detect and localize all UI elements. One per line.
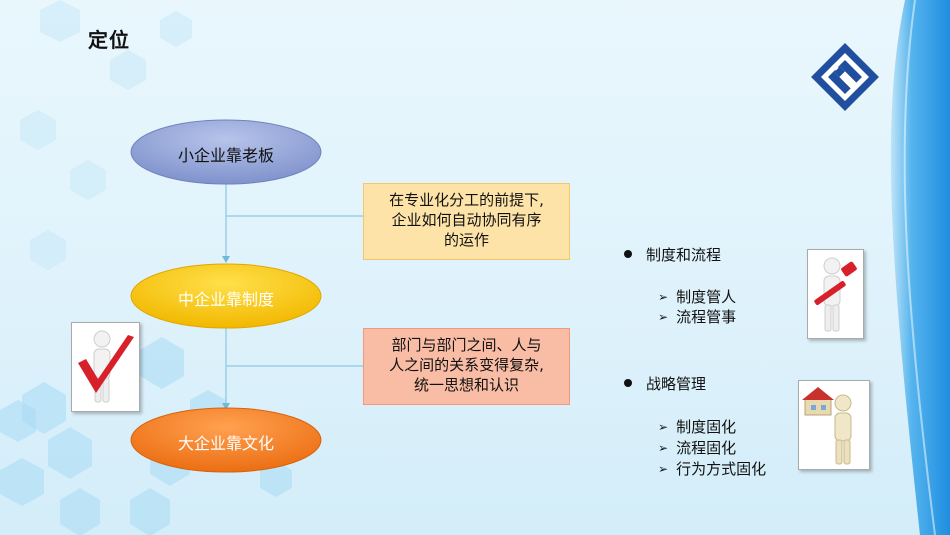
checkmark-figure-icon [71,322,140,412]
company-logo-icon [811,43,879,111]
bullet-dot-icon [624,378,632,387]
sub-item-text: 制度管人 [676,288,737,306]
sub-item: ➢ 制度固化 [658,416,736,437]
ellipse-label-large: 大企业靠文化 [177,434,274,453]
arrow-right-icon: ➢ [658,420,669,434]
bullet-heading-text: 制度和流程 [646,246,722,264]
arrow-right-icon: ➢ [658,310,669,324]
bullet-heading-text: 战略管理 [646,375,707,393]
sub-item: ➢ 行为方式固化 [658,458,766,479]
note-box-specialization: 在专业化分工的前提下, 企业如何自动协同有序 的运作 [363,183,570,260]
note-box-relationships: 部门与部门之间、人与 人之间的关系变得复杂, 统一思想和认识 [363,328,570,405]
note-line: 部门与部门之间、人与 [391,336,542,354]
ellipse-label-medium: 中企业靠制度 [177,290,274,309]
arrow-right-icon: ➢ [658,462,669,476]
note-line: 统一思想和认识 [413,376,519,394]
house-figure-icon [798,380,870,470]
page-title: 定位 [88,28,130,52]
sub-item: ➢ 流程管事 [658,306,736,327]
ellipse-large-company [130,407,322,473]
ellipse-small-company [130,119,322,185]
ellipse-label-small: 小企业靠老板 [177,146,274,165]
sub-item-text: 流程管事 [676,308,737,326]
arrow-right-icon: ➢ [658,441,669,455]
sub-item-text: 行为方式固化 [676,460,767,478]
bullet-heading-strategy: 战略管理 [624,373,706,394]
ellipse-medium-company [130,263,322,329]
arrow-right-icon: ➢ [658,290,669,304]
sub-item-text: 流程固化 [676,439,737,457]
sub-item: ➢ 流程固化 [658,437,736,458]
sub-item-text: 制度固化 [676,418,737,436]
bullet-dot-icon [624,249,632,258]
bullet-heading-rules: 制度和流程 [624,244,721,265]
note-line: 人之间的关系变得复杂, [389,356,544,374]
note-line: 企业如何自动协同有序 [391,211,542,229]
note-line: 的运作 [443,231,489,249]
sub-item: ➢ 制度管人 [658,286,736,307]
hammer-figure-icon [807,249,864,339]
note-line: 在专业化分工的前提下, [389,191,544,209]
